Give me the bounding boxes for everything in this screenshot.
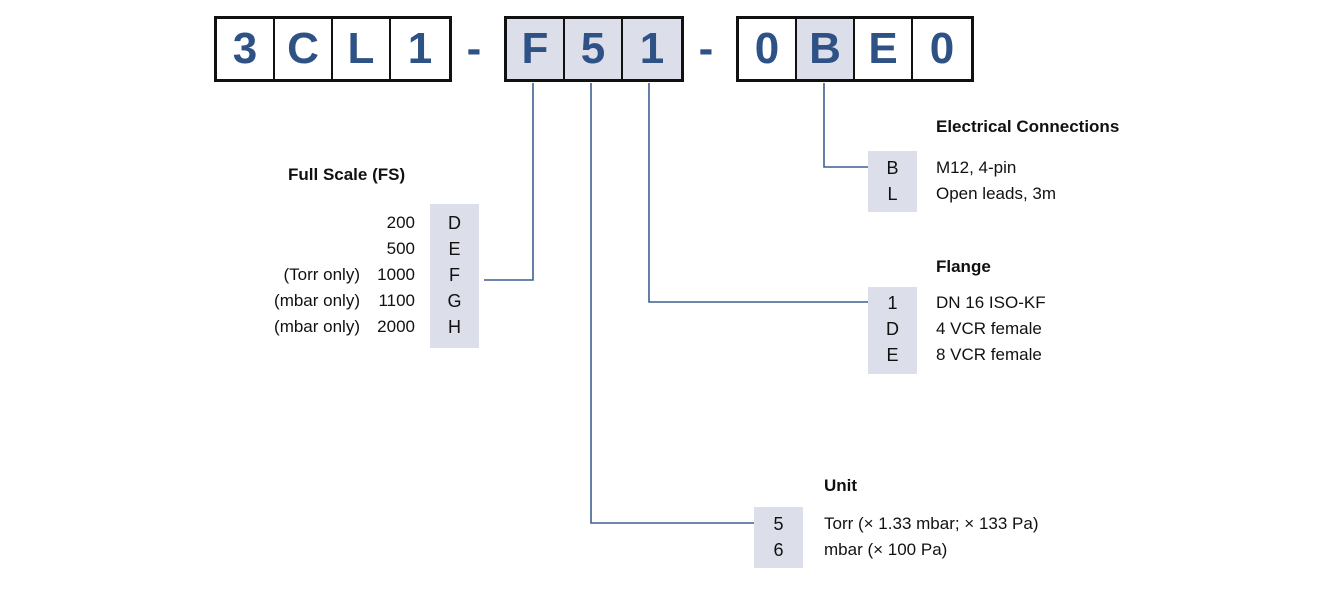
- unit-description-column: Torr (× 1.33 mbar; × 133 Pa) mbar (× 100 …: [824, 511, 1039, 563]
- unit-description: Torr (× 1.33 mbar; × 133 Pa): [824, 514, 1039, 533]
- full-scale-note: (mbar only): [274, 291, 360, 310]
- unit-description: mbar (× 100 Pa): [824, 540, 948, 559]
- part-number-separator-2: -: [698, 24, 714, 73]
- part-number-cell: 0: [739, 19, 797, 79]
- electrical-connections-title-text: Electrical Connections: [936, 117, 1120, 136]
- unit-code-band: [754, 507, 803, 568]
- full-scale-value: 1000: [377, 265, 415, 284]
- full-scale-title-text: Full Scale (FS): [288, 165, 406, 184]
- full-scale-code: F: [449, 265, 460, 285]
- full-scale-code: D: [448, 213, 461, 233]
- full-scale-code: E: [448, 239, 461, 259]
- full-scale-note: (Torr only): [283, 265, 360, 284]
- full-scale-code-band: [430, 204, 479, 348]
- electrical-connections-code-band: [868, 151, 917, 212]
- connector-electrical: [823, 83, 868, 168]
- full-scale-value: 2000: [377, 317, 415, 336]
- full-scale-row: (Torr only) 1000: [230, 262, 415, 288]
- flange-description-column: DN 16 ISO-KF 4 VCR female 8 VCR female: [936, 290, 1046, 368]
- electrical-connections-description: M12, 4-pin: [936, 158, 1017, 177]
- full-scale-title: Full Scale (FS): [288, 165, 405, 185]
- part-number-cell: 0: [913, 19, 971, 79]
- electrical-connections-code: L: [887, 184, 898, 204]
- part-number-cell: L: [333, 19, 391, 79]
- flange-code: E: [886, 345, 899, 365]
- part-number-cell: 5: [565, 19, 623, 79]
- full-scale-value: 200: [386, 213, 415, 232]
- part-number-cell: 3: [217, 19, 275, 79]
- full-scale-code: G: [447, 291, 462, 311]
- electrical-connections-title: Electrical Connections: [936, 117, 1119, 137]
- part-number-separator-1: -: [466, 24, 482, 73]
- unit-code: 6: [773, 540, 784, 560]
- full-scale-row: (mbar only) 1100: [230, 288, 415, 314]
- flange-code: 1: [887, 293, 898, 313]
- part-number-cell: E: [855, 19, 913, 79]
- full-scale-row: (mbar only) 2000: [230, 314, 415, 340]
- full-scale-code: H: [448, 317, 461, 337]
- part-number-cell: 1: [623, 19, 681, 79]
- flange-description: DN 16 ISO-KF: [936, 293, 1046, 312]
- part-number-cell: 1: [391, 19, 449, 79]
- part-number-cell: F: [507, 19, 565, 79]
- full-scale-value: 500: [386, 239, 415, 258]
- full-scale-row: 500: [230, 236, 415, 262]
- full-scale-note: (mbar only): [274, 317, 360, 336]
- electrical-connections-description: Open leads, 3m: [936, 184, 1057, 203]
- connector-full-scale: [484, 83, 534, 281]
- connector-flange: [648, 83, 868, 303]
- flange-code-band: [868, 287, 917, 374]
- unit-code: 5: [773, 514, 784, 534]
- full-scale-row: 200: [230, 210, 415, 236]
- flange-code: D: [886, 319, 899, 339]
- flange-title-text: Flange: [936, 257, 991, 276]
- part-number-cell: C: [275, 19, 333, 79]
- full-scale-value: 1100: [378, 291, 415, 310]
- part-number-cell: B: [797, 19, 855, 79]
- unit-title-text: Unit: [824, 476, 858, 495]
- flange-title: Flange: [936, 257, 991, 277]
- flange-description: 4 VCR female: [936, 319, 1042, 338]
- unit-title: Unit: [824, 476, 857, 496]
- connector-unit: [590, 83, 754, 524]
- electrical-connections-code: B: [886, 158, 899, 178]
- flange-description: 8 VCR female: [936, 345, 1042, 364]
